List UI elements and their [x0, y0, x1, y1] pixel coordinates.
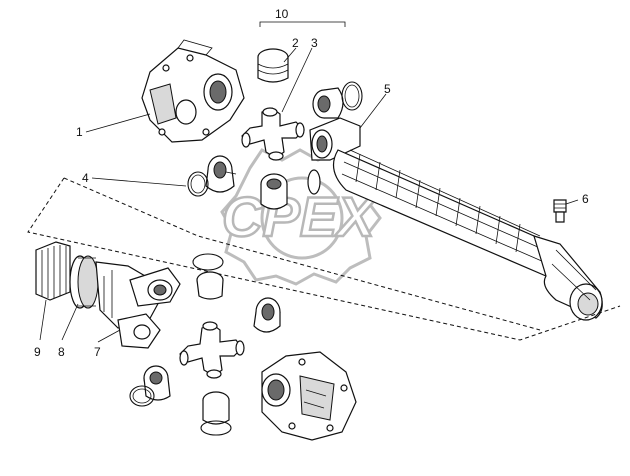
callout-label-4: 4	[82, 171, 89, 185]
bearing-cup-part-2	[257, 48, 289, 83]
callout-label-3: 3	[311, 36, 318, 50]
snap-ring-part-4	[187, 171, 209, 197]
bearing-cup-lower-bottom	[200, 391, 232, 436]
callout-label-6: 6	[582, 192, 589, 206]
flange-yoke-lower	[261, 351, 357, 441]
slip-yoke-part-7	[95, 261, 181, 349]
group-10-bracket	[259, 21, 346, 27]
bearing-cup-lower-top	[192, 253, 224, 300]
collar-part-8	[69, 255, 99, 309]
bearing-cup-center	[260, 173, 288, 210]
callout-label-1: 1	[76, 125, 83, 139]
tube-sleeve-part-5	[307, 117, 603, 321]
spline-shaft-part-9	[35, 241, 71, 301]
flange-yoke-part-1	[141, 39, 245, 143]
callout-label-2: 2	[292, 36, 299, 50]
callout-label-8: 8	[58, 345, 65, 359]
watermark-logo: CPEX	[220, 148, 382, 286]
cross-spider-lower	[179, 321, 245, 379]
callout-label-7: 7	[94, 345, 101, 359]
bearing-cup-lower-right	[253, 297, 281, 333]
leader-lines	[39, 47, 579, 343]
watermark-text: CPEX	[222, 185, 378, 248]
snap-ring-upper-right	[341, 81, 363, 111]
bearing-cup-upper-right	[312, 87, 344, 119]
grease-fitting-part-6	[553, 199, 567, 223]
callout-label-9: 9	[34, 345, 41, 359]
cross-spider-part-3	[241, 107, 305, 161]
bearing-cup-part-4	[205, 155, 235, 193]
bearing-cup-lower-left	[143, 365, 171, 401]
snap-ring-lower-left	[129, 385, 155, 407]
callout-label-10: 10	[275, 7, 289, 21]
dashed-outline-lower	[27, 177, 621, 341]
callout-label-5: 5	[384, 82, 391, 96]
